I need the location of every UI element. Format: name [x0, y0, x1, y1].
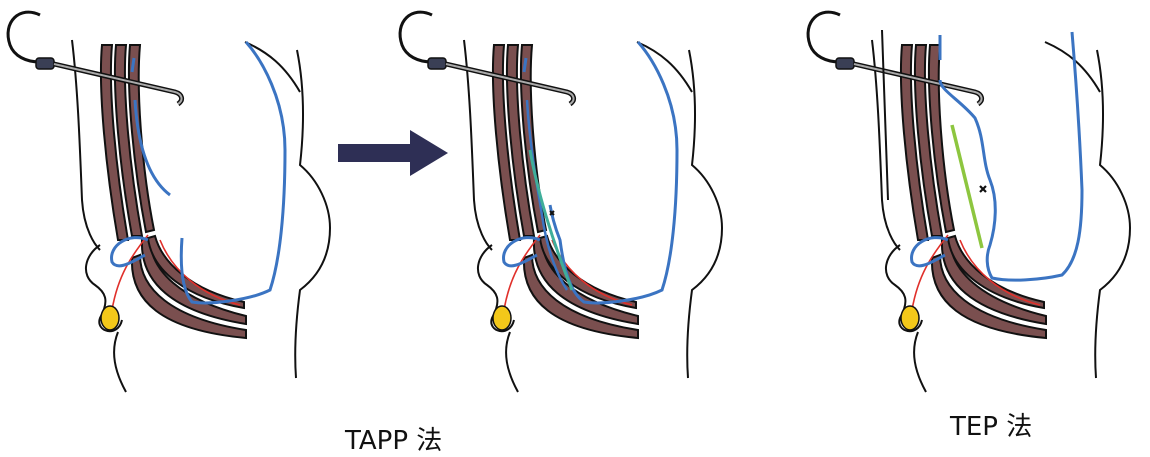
- tapp-before-panel: [8, 12, 330, 392]
- tapp-after-panel: [400, 12, 722, 392]
- tack-icon: [550, 211, 554, 215]
- peritoneum-sac: [550, 42, 677, 303]
- tep-panel: [808, 12, 1130, 392]
- caption-tep: TEP 法: [950, 406, 1032, 443]
- peritoneum-sac: [181, 42, 285, 303]
- mesh: [952, 125, 982, 248]
- caption-tapp: TAPP 法: [345, 420, 442, 457]
- arrow-right-icon: [338, 130, 448, 176]
- tack-icon: [980, 186, 986, 192]
